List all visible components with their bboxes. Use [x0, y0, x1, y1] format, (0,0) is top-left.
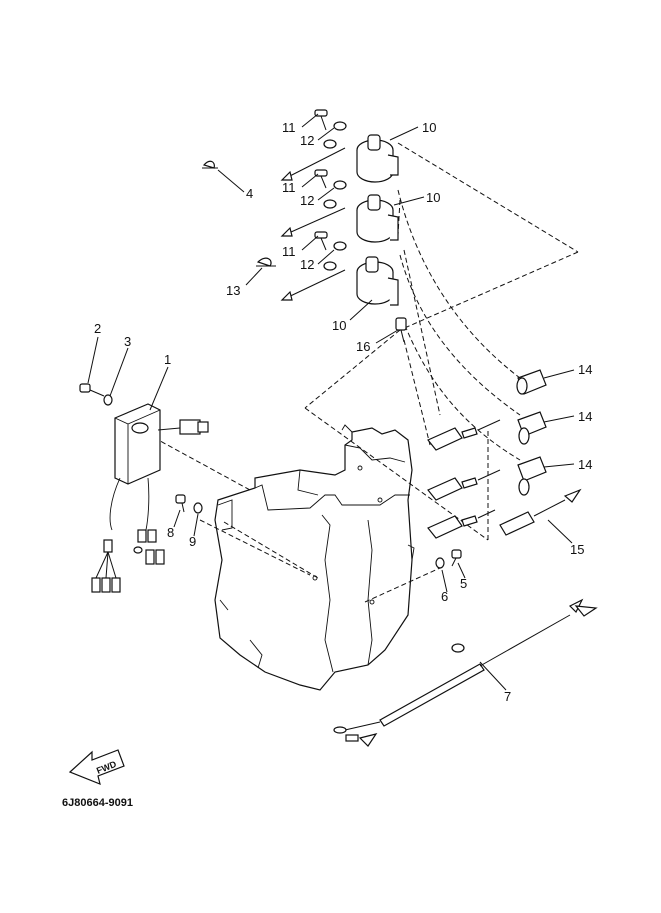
callout-6: 6 — [441, 589, 448, 604]
fwd-direction-arrow: FWD — [68, 749, 125, 785]
callout-12-middle: 12 — [300, 193, 314, 208]
ignition-coil-bottom — [280, 256, 399, 306]
callout-14-middle: 14 — [578, 409, 592, 424]
engine-block — [214, 424, 415, 691]
callout-11-bottom: 11 — [282, 244, 296, 259]
connector-16 — [395, 317, 407, 343]
callout-14-top: 14 — [578, 362, 592, 377]
callout-15: 15 — [570, 542, 584, 557]
callout-12-top: 12 — [300, 133, 314, 148]
callout-9: 9 — [189, 534, 196, 549]
plug-leads — [397, 189, 521, 461]
cdi-unit — [91, 403, 209, 593]
coil-bolts — [314, 109, 328, 251]
callout-12-bottom: 12 — [300, 257, 314, 272]
callout-11-top: 11 — [282, 120, 296, 135]
callout-3: 3 — [124, 334, 131, 349]
callout-4: 4 — [246, 186, 253, 201]
clip-13 — [256, 257, 276, 267]
drawing-code: 6J80664-9091 — [62, 797, 133, 809]
callout-10-top: 10 — [422, 120, 436, 135]
wire-lead-7 — [333, 598, 598, 747]
callout-10-middle: 10 — [426, 190, 440, 205]
callout-2: 2 — [94, 321, 101, 336]
clip-4 — [202, 160, 218, 169]
callout-5: 5 — [460, 576, 467, 591]
callout-1: 1 — [164, 352, 171, 367]
spark-plug-caps — [516, 369, 547, 496]
callout-7: 7 — [504, 689, 511, 704]
callout-10-bottom: 10 — [332, 318, 346, 333]
coil-washers — [323, 121, 347, 271]
washer-9 — [193, 502, 203, 514]
callout-14-bottom: 14 — [578, 457, 592, 472]
ignition-coil-top — [280, 134, 399, 183]
bolt-5 — [451, 549, 462, 567]
washer-6 — [435, 557, 445, 569]
callout-13: 13 — [226, 283, 240, 298]
leader-lines — [87, 113, 575, 691]
callout-11-middle: 11 — [282, 180, 296, 195]
sensor-15 — [499, 488, 582, 536]
ignition-coil-middle — [280, 194, 399, 243]
bolt-2 — [79, 383, 105, 397]
spark-plugs — [427, 419, 501, 539]
washer-3 — [103, 394, 113, 406]
callout-8: 8 — [167, 525, 174, 540]
callout-16: 16 — [356, 339, 370, 354]
bolt-8 — [175, 494, 186, 513]
